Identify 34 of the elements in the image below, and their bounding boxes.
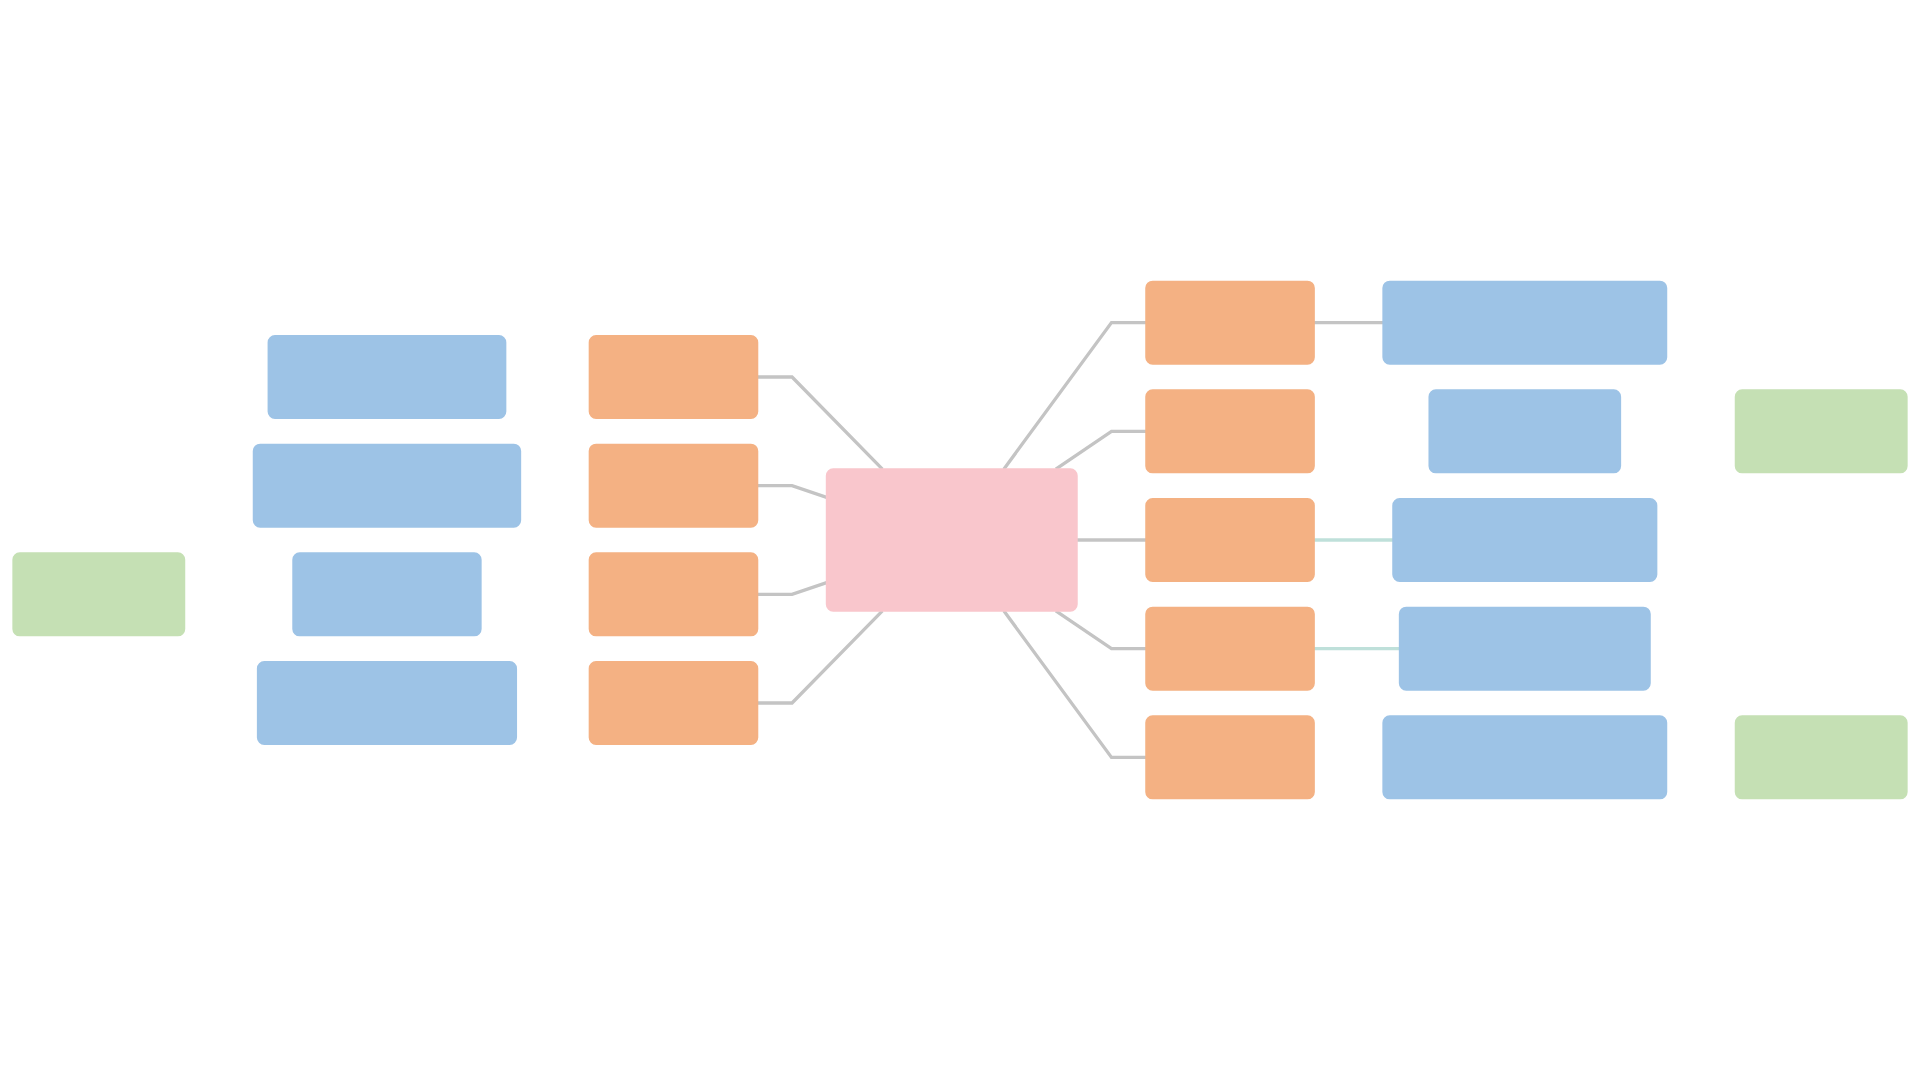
detail-box xyxy=(12,552,186,637)
detail-box xyxy=(267,335,507,419)
detail-box xyxy=(252,443,522,528)
detail-box xyxy=(1382,280,1668,365)
detail-box xyxy=(292,552,482,637)
detail-box xyxy=(1734,389,1908,474)
connector-line xyxy=(757,581,828,596)
branch-box xyxy=(588,335,759,419)
branch-box xyxy=(588,552,759,637)
connector-line xyxy=(1076,538,1147,542)
central-box xyxy=(825,468,1078,612)
connector-line xyxy=(1314,538,1394,542)
detail-box xyxy=(1398,606,1651,691)
connector-line xyxy=(1054,609,1147,651)
connector-line xyxy=(1314,321,1384,325)
connector-line xyxy=(1002,609,1147,759)
detail-box xyxy=(256,661,518,745)
connector-line xyxy=(1314,647,1400,651)
connector-line xyxy=(757,375,884,471)
branch-box xyxy=(588,443,759,528)
detail-box xyxy=(1392,498,1658,582)
branch-box xyxy=(588,661,759,745)
connector-line xyxy=(757,484,828,499)
detail-box xyxy=(1428,389,1622,474)
detail-box xyxy=(1382,715,1668,800)
branch-box xyxy=(1145,389,1315,474)
branch-box xyxy=(1145,498,1315,582)
detail-box xyxy=(1734,715,1908,800)
connector-line xyxy=(1054,429,1147,471)
branch-box xyxy=(1145,715,1315,800)
connector-line xyxy=(757,609,884,705)
branch-box xyxy=(1145,280,1315,365)
branch-box xyxy=(1145,606,1315,691)
connector-line xyxy=(1002,321,1147,471)
